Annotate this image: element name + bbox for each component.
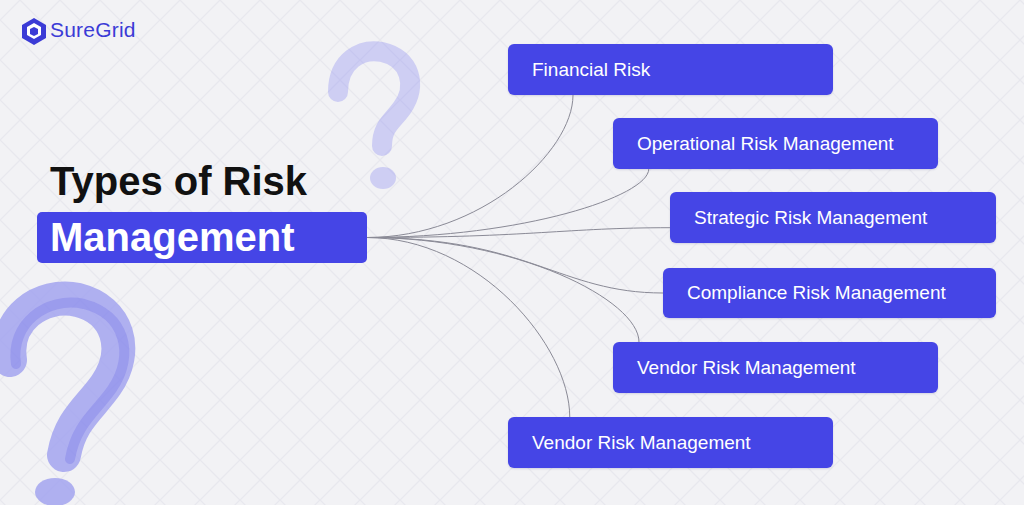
connector-line	[367, 238, 663, 294]
category-box: Vendor Risk Management	[613, 342, 938, 393]
box-label: Vendor Risk Management	[532, 432, 751, 454]
category-box: Financial Risk	[508, 44, 833, 95]
connector-line	[367, 169, 649, 238]
highlight-band: Management	[37, 212, 367, 263]
category-box: Vendor Risk Management	[508, 417, 833, 468]
heading-text: Types of Risk	[37, 158, 367, 204]
question-mark-illustration	[9, 299, 124, 505]
connector-line	[367, 95, 573, 238]
category-box: Compliance Risk Management	[663, 268, 996, 318]
connector-line	[367, 238, 639, 343]
question-mark-illustration	[338, 51, 410, 189]
box-label: Compliance Risk Management	[687, 282, 946, 304]
title-node: Types of RiskManagement	[37, 158, 367, 263]
connector-line	[367, 238, 570, 418]
logo-icon	[22, 18, 46, 45]
category-box: Strategic Risk Management	[670, 192, 996, 243]
connector-line	[367, 228, 670, 238]
box-label: Financial Risk	[532, 59, 650, 81]
box-label: Operational Risk Management	[637, 133, 894, 155]
logo-text: SureGrid	[50, 18, 136, 42]
box-label: Strategic Risk Management	[694, 207, 927, 229]
category-box: Operational Risk Management	[613, 118, 938, 169]
box-label: Vendor Risk Management	[637, 357, 856, 379]
